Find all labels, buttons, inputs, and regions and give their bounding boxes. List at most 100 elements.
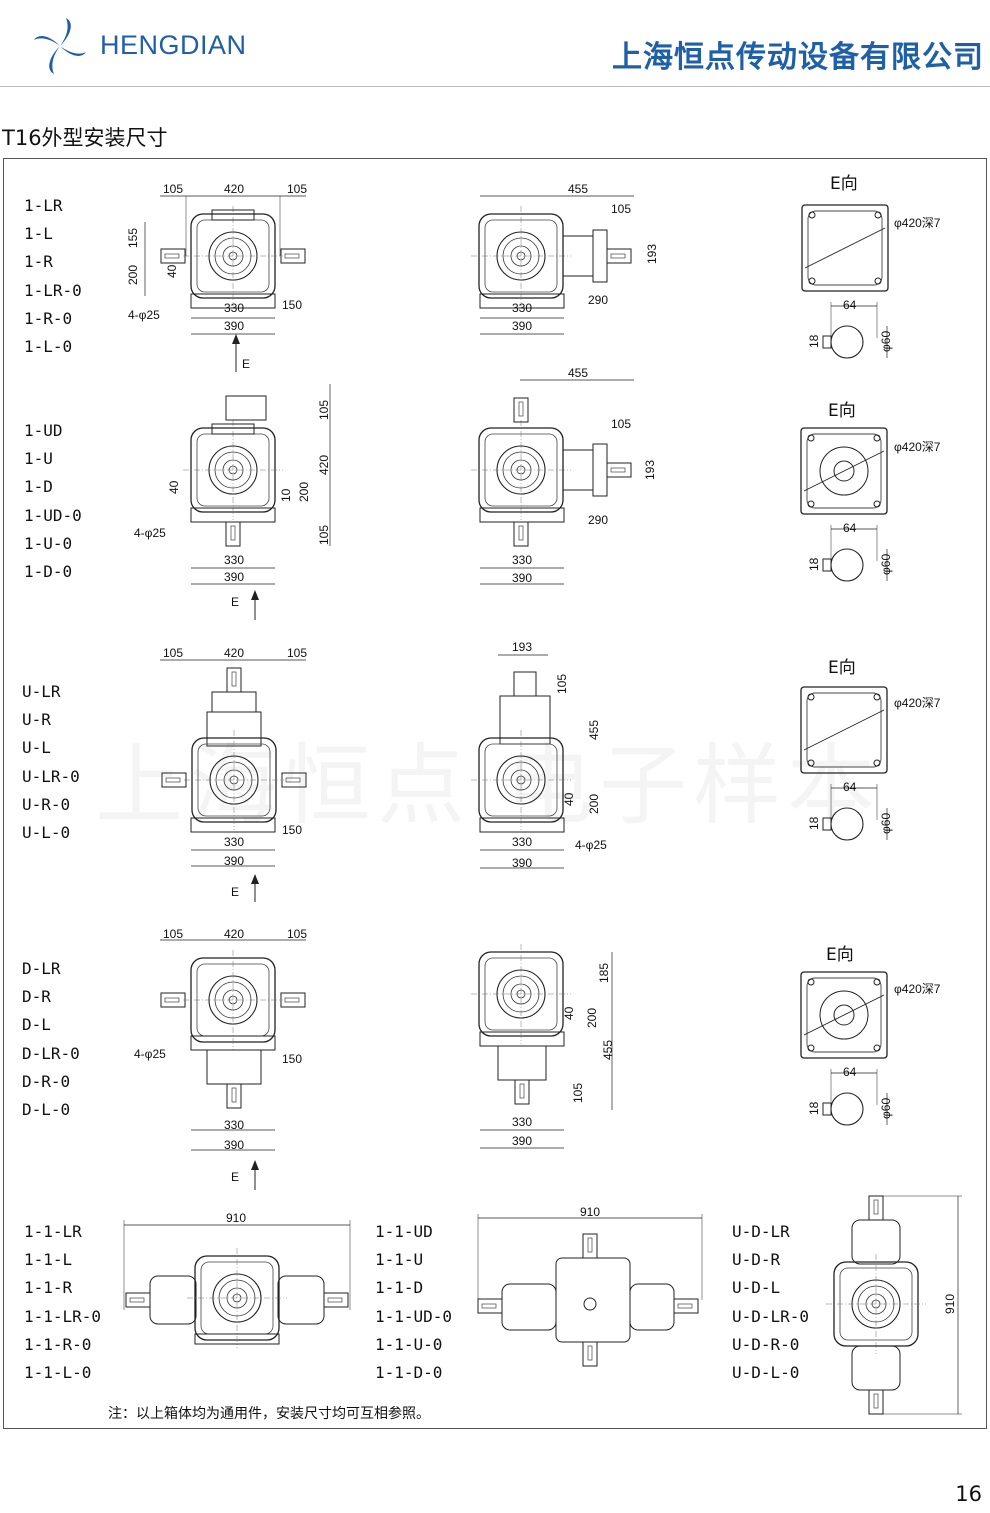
model-list-group-1: 1-LR 1-L 1-R 1-LR-0 1-R-0 1-L-0 (24, 192, 82, 361)
dim-label: 105 (555, 674, 569, 694)
dim-label: 155 (126, 228, 140, 248)
dim-label: 200 (126, 265, 140, 285)
dim-label: 4-φ25 (128, 308, 160, 322)
model-code: D-L (22, 1015, 51, 1035)
dim-label: φ420深7 (894, 982, 941, 996)
dim-label: 390 (224, 319, 244, 333)
dim-label: 105 (287, 182, 307, 196)
page-number: 16 (955, 1482, 982, 1506)
dim-label: 105 (317, 525, 331, 545)
dim-label: 290 (588, 293, 608, 307)
dim-label: 193 (512, 640, 532, 654)
e-view-label: E向 (828, 401, 856, 421)
model-code: 1-L-0 (24, 337, 73, 357)
e-view-4 (800, 971, 888, 1126)
model-code: 1-1-L (24, 1250, 73, 1270)
dim-label: 185 (597, 963, 611, 983)
dim-label: 420 (317, 455, 331, 475)
model-code: U-D-L (732, 1278, 781, 1298)
model-code: 1-R-0 (24, 308, 73, 328)
dim-label: 455 (587, 720, 601, 740)
dim-label: 18 (807, 1101, 821, 1115)
model-code: 1-D (24, 477, 53, 497)
dim-label: 290 (588, 513, 608, 527)
model-list-group-5: 1-1-LR 1-1-L 1-1-R 1-1-LR-0 1-1-R-0 1-1-… (24, 1218, 101, 1387)
e-view-label: E向 (826, 945, 854, 965)
dim-label: 455 (568, 366, 588, 380)
dim-label: E (231, 595, 239, 609)
dim-label: 330 (224, 553, 244, 567)
model-code: U-LR-0 (22, 766, 80, 786)
model-code: D-R-0 (22, 1071, 71, 1091)
drawing-4-front (160, 939, 306, 1190)
dim-label: 150 (282, 1052, 302, 1066)
model-list-group-4: D-LR D-R D-L D-LR-0 D-R-0 D-L-0 (22, 955, 80, 1124)
model-code: 1-UD (24, 421, 63, 440)
dim-label: 390 (512, 856, 532, 870)
dim-label: 330 (512, 553, 532, 567)
dim-label: 193 (643, 460, 657, 480)
model-code: U-LR (22, 682, 61, 701)
drawing-5-horizontal (123, 1220, 351, 1349)
model-list-group-3: U-LR U-R U-L U-LR-0 U-R-0 U-L-0 (22, 678, 80, 847)
model-code: 1-D-0 (24, 562, 73, 582)
model-code: U-D-LR-0 (732, 1306, 810, 1326)
dim-label: 390 (224, 1138, 244, 1152)
model-code: 1-1-UD-0 (375, 1306, 453, 1326)
dim-label: 390 (224, 570, 244, 584)
model-list-group-7: U-D-LR U-D-R U-D-L U-D-LR-0 U-D-R-0 U-D-… (732, 1218, 809, 1387)
dim-label: 390 (512, 1134, 532, 1148)
dim-label: E (242, 357, 250, 371)
model-code: D-R (22, 987, 51, 1007)
dim-label: 910 (580, 1205, 600, 1219)
dim-label: 420 (224, 927, 244, 941)
dim-label: 4-φ25 (134, 1047, 166, 1061)
model-list-group-2: 1-UD 1-U 1-D 1-UD-0 1-U-0 1-D-0 (24, 417, 82, 586)
dim-label: 330 (512, 301, 532, 315)
model-code: 1-R (24, 252, 53, 272)
model-code: 1-1-U-0 (375, 1334, 443, 1354)
e-view-label: E向 (828, 658, 856, 678)
dim-label: φ60 (879, 813, 893, 834)
dim-label: 105 (287, 646, 307, 660)
dim-label: 330 (224, 835, 244, 849)
dim-label: φ60 (879, 1098, 893, 1119)
drawing-2-front (182, 384, 331, 620)
e-view-2 (800, 427, 888, 582)
model-code: U-R (22, 710, 51, 730)
dim-label: 4-φ25 (575, 838, 607, 852)
dim-label: 390 (224, 854, 244, 868)
dim-label: φ420深7 (894, 440, 941, 454)
dim-label: 40 (167, 480, 181, 494)
dim-label: 18 (807, 557, 821, 571)
dim-label: 455 (601, 1040, 615, 1060)
dim-label: 64 (843, 780, 857, 794)
dim-label: 105 (317, 400, 331, 420)
page-title: T16外型安装尺寸 (2, 126, 168, 150)
dim-label: 105 (571, 1083, 585, 1103)
dim-label: 420 (224, 646, 244, 660)
company-name: 上海恒点传动设备有限公司 (612, 40, 984, 75)
dim-label: 455 (568, 182, 588, 196)
dim-label: 105 (611, 202, 631, 216)
model-code: U-D-R-0 (732, 1334, 800, 1354)
dim-label: 330 (224, 1118, 244, 1132)
hengdian-logo-icon (34, 18, 86, 74)
dim-label: 105 (611, 417, 631, 431)
model-code: 1-1-U (375, 1250, 424, 1270)
model-code: U-D-LR (732, 1222, 790, 1241)
dim-label: 64 (843, 298, 857, 312)
model-code: U-D-L-0 (732, 1363, 800, 1383)
model-code: 1-U-0 (24, 533, 73, 553)
dim-label: 200 (585, 1008, 599, 1028)
model-code: 1-1-D (375, 1278, 424, 1298)
model-code: U-L-0 (22, 823, 71, 843)
drawing-1-side (470, 195, 634, 335)
dim-label: 64 (843, 1065, 857, 1079)
dim-label: φ420深7 (894, 216, 941, 230)
dim-label: φ60 (879, 331, 893, 352)
drawing-5-vertical (477, 1214, 703, 1367)
model-code: 1-LR-0 (24, 280, 82, 300)
model-code: D-L-0 (22, 1100, 71, 1120)
